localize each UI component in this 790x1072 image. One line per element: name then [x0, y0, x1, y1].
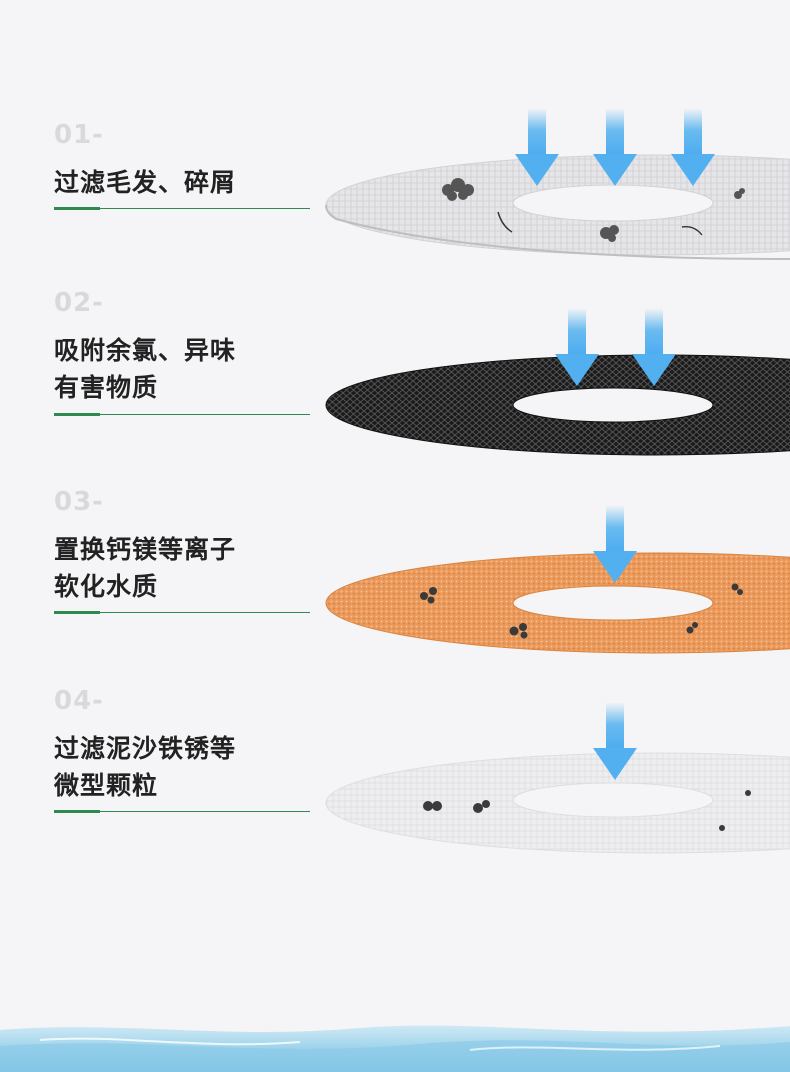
- divider: [54, 810, 310, 813]
- step-number: 01-: [54, 120, 104, 150]
- divider: [54, 611, 310, 614]
- step-title: 置换钙镁等离子 软化水质: [54, 535, 237, 601]
- filter-layer-3: [325, 552, 790, 654]
- step-title: 过滤泥沙铁锈等 微型颗粒: [54, 734, 237, 800]
- filter-layer-1: [325, 154, 790, 260]
- divider: [54, 207, 310, 210]
- step-number: 04-: [54, 686, 104, 716]
- ion-particle-icon: [420, 583, 743, 639]
- water-wave-decoration: [0, 1025, 790, 1072]
- step-title: 过滤毛发、碎屑: [54, 168, 237, 197]
- filter-layer-4: [325, 752, 790, 854]
- filter-layer-2: [325, 354, 790, 456]
- hair-icon: [497, 211, 703, 236]
- sediment-particle-icon: [423, 790, 751, 831]
- step-number: 02-: [54, 288, 104, 318]
- debris-icon: [442, 178, 745, 242]
- divider: [54, 413, 310, 416]
- step-title: 吸附余氯、异味 有害物质: [54, 336, 237, 402]
- step-number: 03-: [54, 487, 104, 517]
